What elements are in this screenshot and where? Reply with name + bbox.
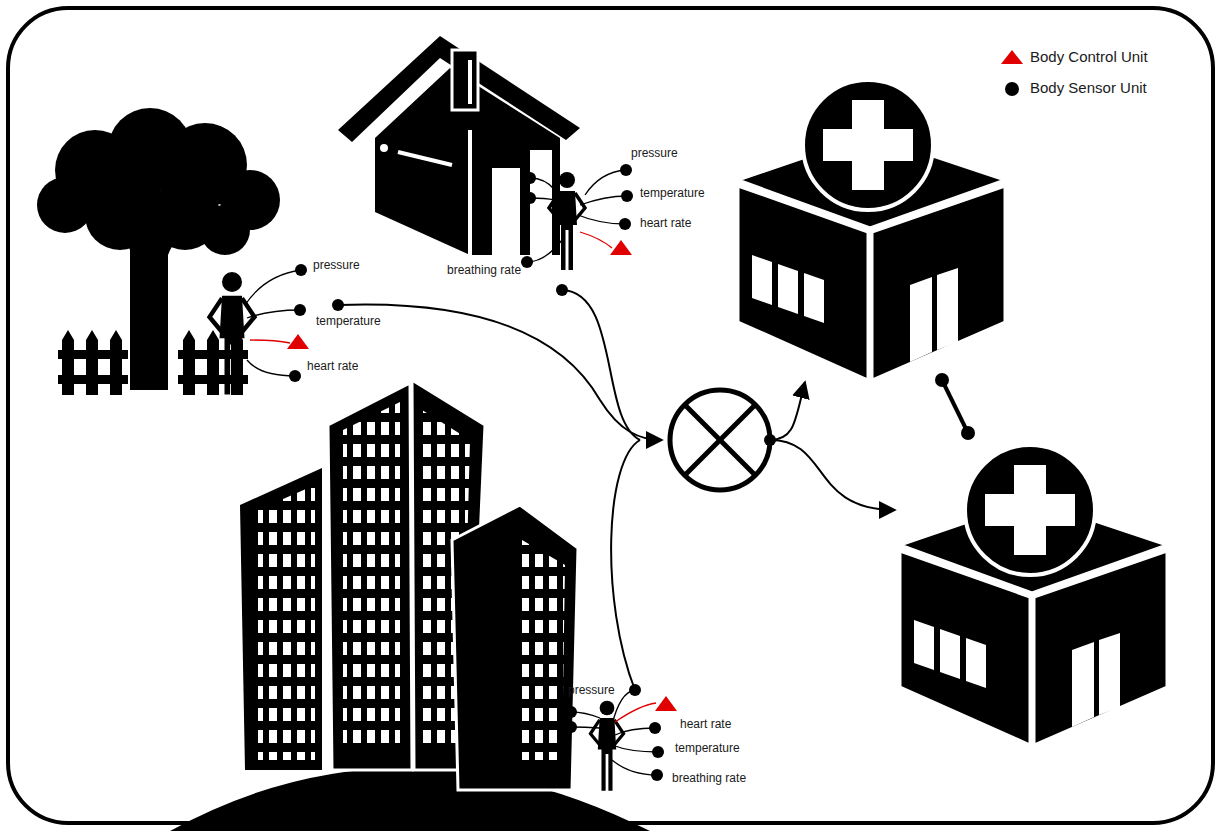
hospital-top	[738, 80, 1005, 380]
sensor-wires	[245, 170, 658, 775]
person-house	[549, 172, 585, 270]
multiplexer	[670, 390, 770, 490]
sensor-label: temperature	[640, 186, 705, 200]
city	[170, 380, 650, 831]
uplinks	[338, 290, 662, 690]
fence	[58, 330, 248, 395]
sensor-label: pressure	[568, 683, 615, 697]
legend-triangle	[1001, 50, 1023, 64]
downlinks	[770, 382, 895, 510]
control-wires	[250, 232, 656, 722]
frame	[8, 8, 1213, 823]
sensor-label: pressure	[631, 146, 678, 160]
sensor-label: pressure	[313, 258, 360, 272]
legend-dot	[1005, 82, 1019, 96]
legend-text: Body Control Unit	[1030, 48, 1148, 66]
person-city	[590, 701, 623, 791]
sensor-label: heart rate	[307, 359, 358, 373]
uplink-dot	[556, 284, 568, 296]
legend-text: Body Sensor Unit	[1030, 79, 1147, 97]
sensor-label: breathing rate	[672, 771, 746, 785]
sensor-label: breathing rate	[447, 263, 521, 277]
hospital-bottom	[900, 445, 1167, 745]
control-units	[287, 240, 677, 711]
sensor-label: temperature	[675, 741, 740, 755]
sensor-label: temperature	[316, 314, 381, 328]
uplink-dot	[332, 299, 344, 311]
sensor-label: heart rate	[640, 216, 691, 230]
person-tree	[210, 272, 255, 395]
mux-output-dot	[764, 434, 776, 446]
hospital-link	[935, 373, 975, 440]
sensor-units	[289, 164, 664, 781]
sensor-label: heart rate	[680, 717, 731, 731]
house	[338, 36, 580, 255]
